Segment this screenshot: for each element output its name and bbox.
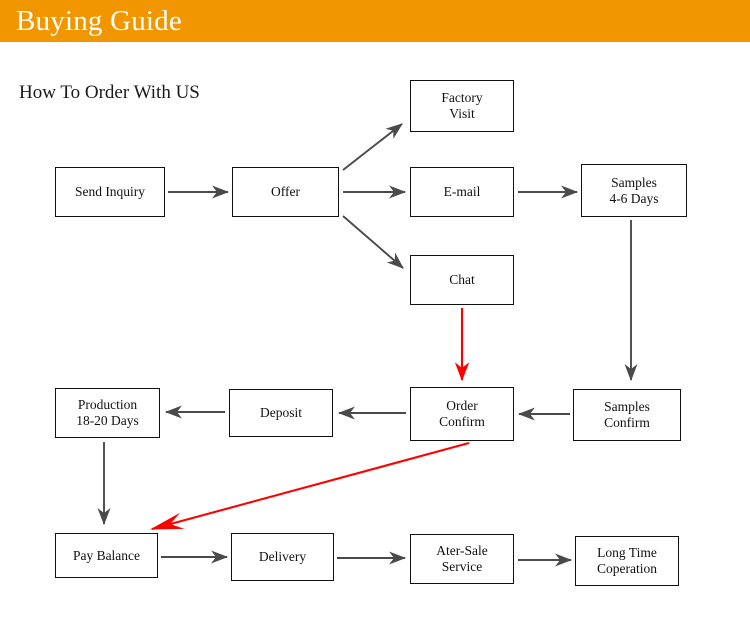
- node-label: Deposit: [260, 405, 302, 420]
- node-label: Production 18-20 Days: [76, 397, 139, 428]
- node-label: Chat: [449, 272, 475, 287]
- node-label: Pay Balance: [72, 547, 141, 563]
- node-order-confirm[interactable]: Order Confirm: [410, 387, 514, 441]
- node-label: Ater-Sale Service: [436, 543, 488, 574]
- node-samples-confirm[interactable]: Samples Confirm: [573, 389, 681, 441]
- node-send-inquiry[interactable]: Send Inquiry: [55, 167, 165, 217]
- node-long-time-coperation[interactable]: Long Time Coperation: [575, 536, 679, 586]
- node-pay-balance[interactable]: Pay Balance: [55, 533, 158, 578]
- node-deposit[interactable]: Deposit: [229, 389, 333, 437]
- edge-offer-to-factory-visit: [342, 123, 403, 171]
- page-title: Buying Guide: [16, 5, 182, 37]
- node-label: Send Inquiry: [74, 184, 146, 199]
- node-delivery[interactable]: Delivery: [231, 533, 334, 581]
- header-bar: [0, 0, 750, 42]
- node-factory-visit[interactable]: Factory Visit: [410, 80, 514, 132]
- node-label: E-mail: [443, 184, 481, 199]
- node-label: Long Time Coperation: [597, 545, 657, 576]
- node-label: Samples Confirm: [604, 399, 650, 430]
- node-label: Factory Visit: [441, 90, 483, 121]
- node-label: Offer: [271, 184, 300, 199]
- node-offer[interactable]: Offer: [232, 167, 339, 217]
- node-chat[interactable]: Chat: [410, 255, 514, 305]
- edge-offer-to-chat: [342, 215, 404, 269]
- node-e-mail[interactable]: E-mail: [410, 167, 514, 217]
- node-after-sale-service[interactable]: Ater-Sale Service: [410, 534, 514, 584]
- node-label: Order Confirm: [439, 398, 485, 429]
- node-label: Delivery: [258, 549, 307, 564]
- edge-order-confirm-to-pay-balance: [149, 441, 470, 531]
- node-samples-days[interactable]: Samples 4-6 Days: [581, 164, 687, 217]
- section-heading: How To Order With US: [19, 82, 200, 103]
- node-production[interactable]: Production 18-20 Days: [55, 388, 160, 438]
- node-label: Samples 4-6 Days: [609, 174, 659, 206]
